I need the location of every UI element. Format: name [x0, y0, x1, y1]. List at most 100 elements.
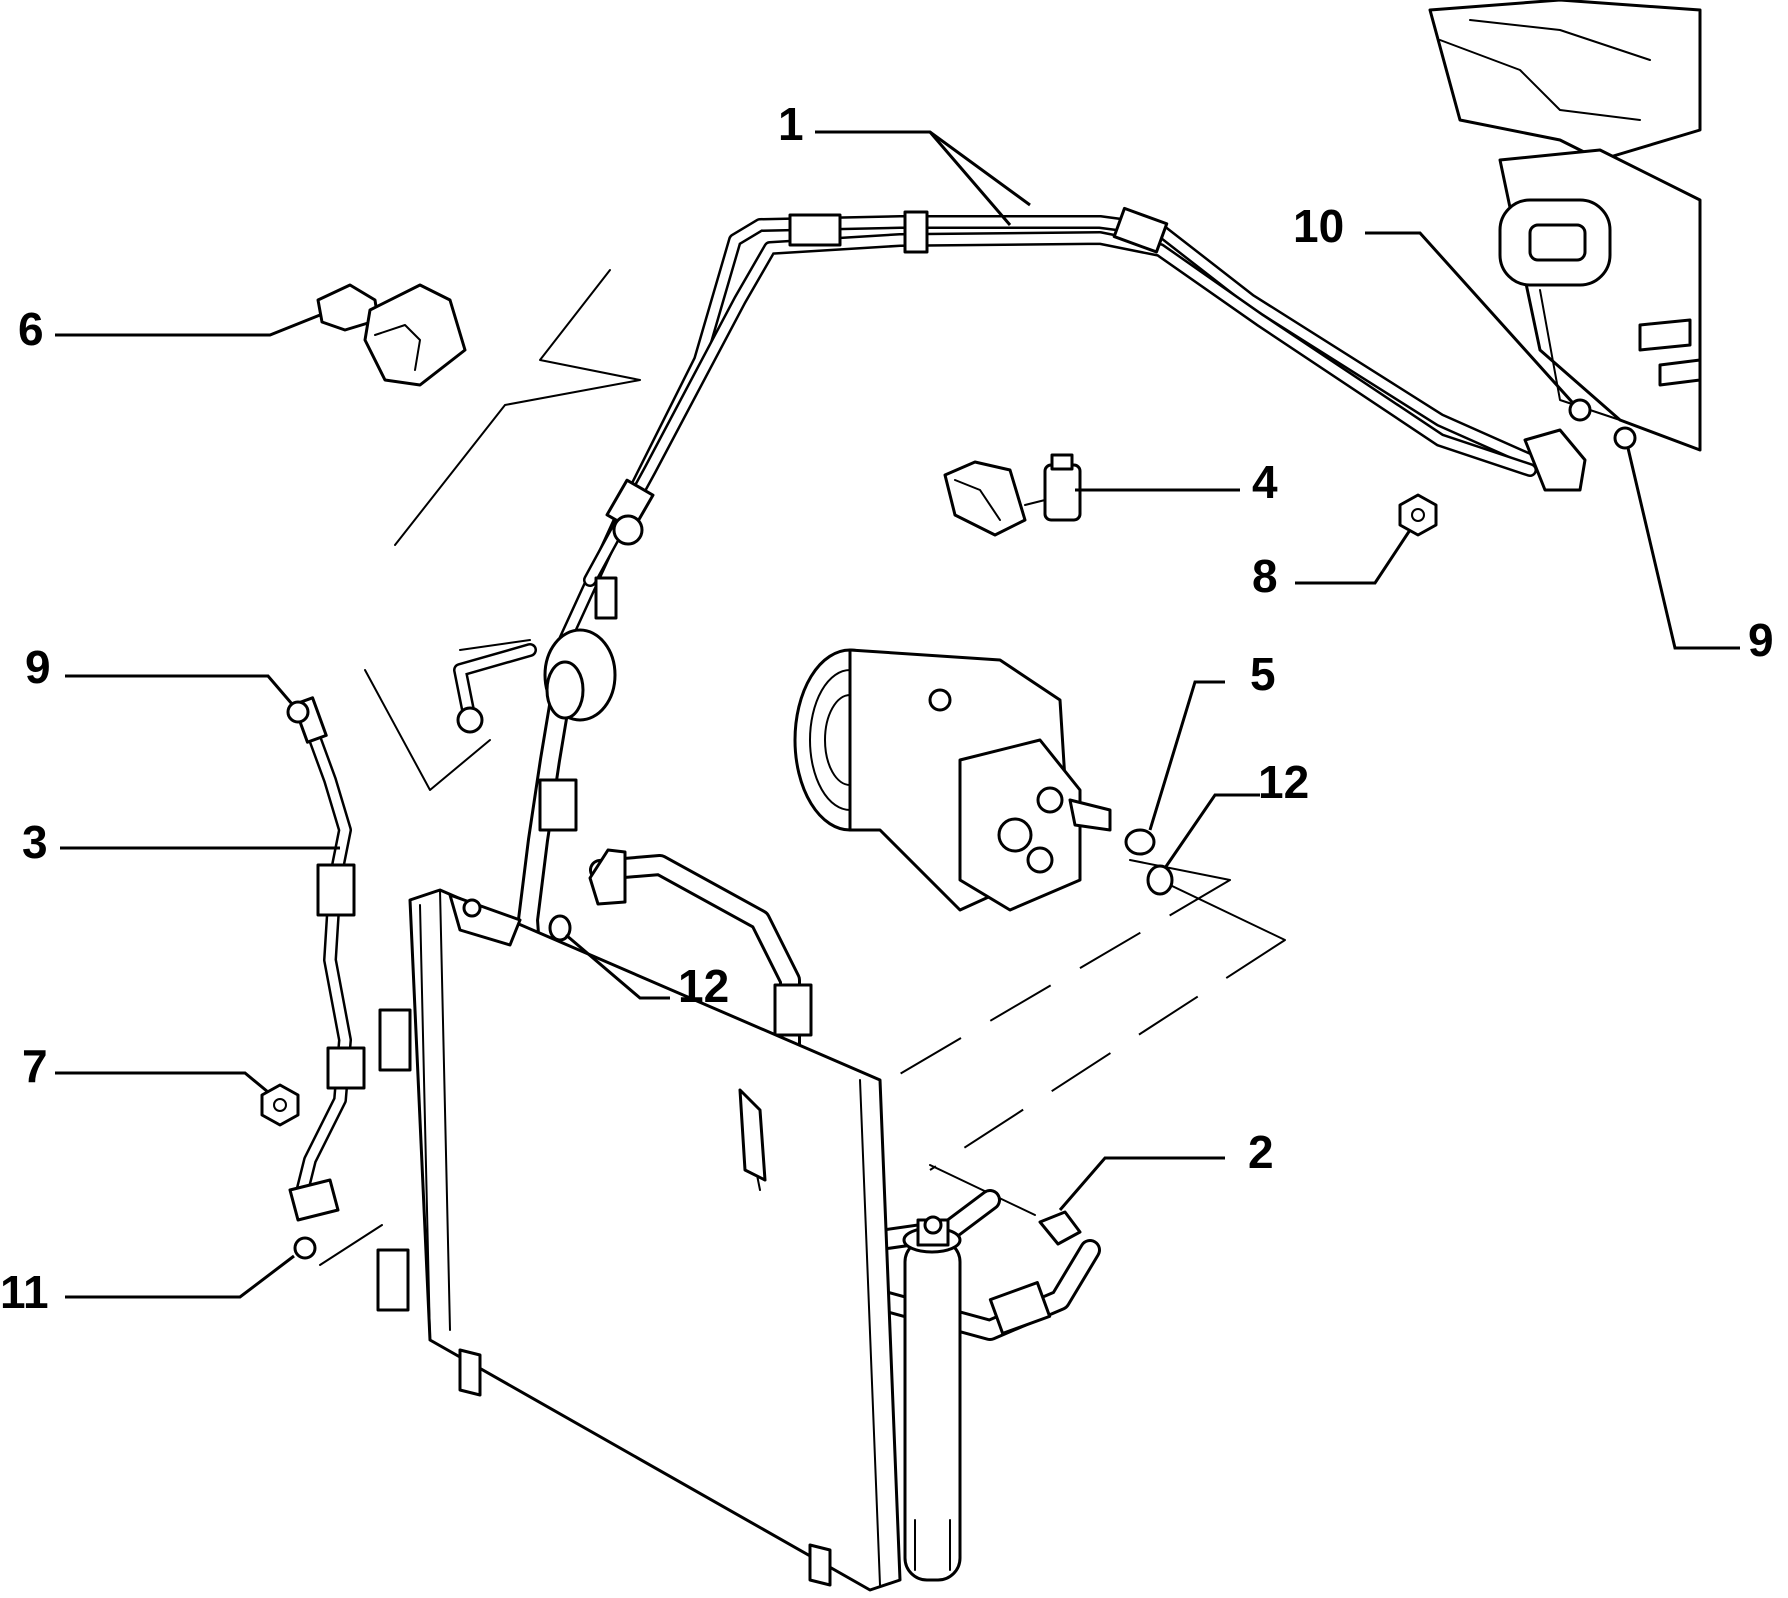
callout-12-right: 12 — [1258, 756, 1309, 808]
drier-body — [903, 1238, 962, 1582]
leader-9-right — [1626, 447, 1740, 650]
bracket-4 — [943, 453, 1082, 537]
pipe-1-lower-inner — [585, 233, 1535, 585]
bracket-4-detail — [954, 479, 1001, 521]
small-parts — [260, 398, 1637, 1260]
leader-6 — [55, 313, 321, 337]
pipe-1-sleeve-2 — [1112, 206, 1169, 254]
washer-9-right — [1613, 426, 1637, 450]
pipe-1-valve — [612, 514, 644, 546]
leader-2 — [1058, 1156, 1225, 1211]
compressor-port-3 — [1026, 846, 1054, 874]
leader-9-left — [65, 674, 294, 705]
pipe-1-sensor-fitting — [456, 706, 484, 734]
clamp-6-ring-inner — [374, 324, 421, 371]
dash-connector-2 — [1169, 884, 1286, 941]
condenser-foot-1 — [458, 1348, 482, 1397]
suction-hose-ferrule — [538, 778, 578, 832]
pipe-1-clip — [903, 210, 929, 254]
callout-6: 6 — [18, 303, 44, 355]
nut-8 — [1398, 493, 1438, 537]
leader-11 — [65, 1254, 295, 1299]
compressor-port-1 — [997, 817, 1033, 853]
condenser-edge-1 — [439, 889, 451, 1331]
receiver-drier — [902, 1215, 962, 1582]
condenser-bracket-1 — [378, 1008, 412, 1072]
condenser-core — [408, 888, 902, 1592]
hose-2-ferrule-1 — [773, 983, 813, 1037]
condenser — [376, 888, 902, 1592]
dash-line-2 — [929, 939, 1286, 1171]
nut-8-hole — [1411, 508, 1425, 522]
housing-stub-2 — [1658, 358, 1702, 387]
callout-4: 4 — [1252, 456, 1278, 508]
bracket-4-link — [1024, 499, 1046, 506]
pipe-1-upper-inner — [560, 217, 1535, 645]
callout-12-left: 12 — [678, 960, 729, 1012]
washer-11 — [293, 1236, 317, 1260]
callout-5: 5 — [1250, 648, 1276, 700]
leader-lines — [55, 130, 1740, 1299]
break-line-upper — [394, 269, 641, 546]
callout-9-left: 9 — [25, 641, 51, 693]
callout-9-right: 9 — [1748, 614, 1774, 666]
washer-10 — [1568, 398, 1592, 422]
pipe-1-branch — [459, 639, 531, 651]
pipe-assembly-1 — [453, 206, 1587, 734]
leader-1a — [815, 130, 1031, 207]
condenser-bracket-2 — [376, 1248, 410, 1312]
housing-detail-2 — [1469, 19, 1651, 61]
hose-2-end-fitting — [588, 848, 627, 906]
pipe-3-body-inner — [295, 715, 350, 1205]
hose-2-lower-fitting — [1038, 1210, 1082, 1246]
pipe-1-sensor-pipe-inner — [455, 645, 535, 725]
compressor-port-2 — [1036, 786, 1064, 814]
nut-7-hole — [273, 1098, 287, 1112]
condenser-edge-2 — [419, 904, 431, 1341]
callout-11: 11 — [0, 1266, 49, 1318]
dash-line-1 — [829, 879, 1231, 1116]
nut-7 — [260, 1083, 300, 1127]
o-ring-12-right — [1146, 864, 1174, 896]
pipe-1-end-fitting — [1523, 428, 1587, 492]
dash-connector-3 — [929, 1164, 1036, 1216]
drier-detail — [914, 1519, 951, 1571]
condenser-edge-3 — [859, 1079, 881, 1586]
break-line-mid — [364, 669, 491, 791]
condenser-top-bolt — [462, 898, 482, 918]
housing-stub-1 — [1638, 318, 1692, 352]
hose-2-ferrule-2 — [988, 1281, 1052, 1335]
leader-1b — [928, 131, 1012, 226]
callout-1: 1 — [778, 98, 804, 150]
compressor-outlet — [1068, 798, 1112, 832]
pipe-3-ferrule-2 — [326, 1046, 366, 1090]
leader-8 — [1295, 529, 1412, 585]
callout-7: 7 — [22, 1040, 48, 1092]
callout-2: 2 — [1248, 1126, 1274, 1178]
pipe-1-upper — [558, 215, 1537, 647]
liquid-pipe-3 — [288, 696, 366, 1222]
pipe-3-ferrule-1 — [316, 863, 356, 917]
drier-cap-bolt — [923, 1215, 943, 1235]
pipe-3-flange — [288, 1178, 340, 1222]
washer-9-left — [286, 700, 310, 724]
housing-detail-1 — [1439, 39, 1641, 121]
pointer-line-11 — [319, 1224, 383, 1266]
leader-12-left — [565, 933, 670, 1000]
dash-connector-1 — [1129, 859, 1231, 881]
bracket-4-sensor — [1043, 463, 1082, 522]
o-ring-5 — [1124, 828, 1156, 856]
condenser-side-tab — [738, 1088, 767, 1182]
leader-12-right — [1163, 793, 1260, 869]
pipe-1-sleeve-1 — [788, 213, 842, 247]
evaporator-housing — [1428, 0, 1702, 452]
leader-5 — [1148, 680, 1225, 831]
housing-top — [1428, 0, 1702, 162]
suction-hose-muffler-face — [545, 660, 585, 720]
housing-port-inner — [1528, 223, 1587, 262]
housing-body — [1498, 148, 1702, 452]
compressor-top-bolt — [928, 688, 952, 712]
callout-8: 8 — [1252, 550, 1278, 602]
housing-detail-3 — [1539, 289, 1621, 421]
